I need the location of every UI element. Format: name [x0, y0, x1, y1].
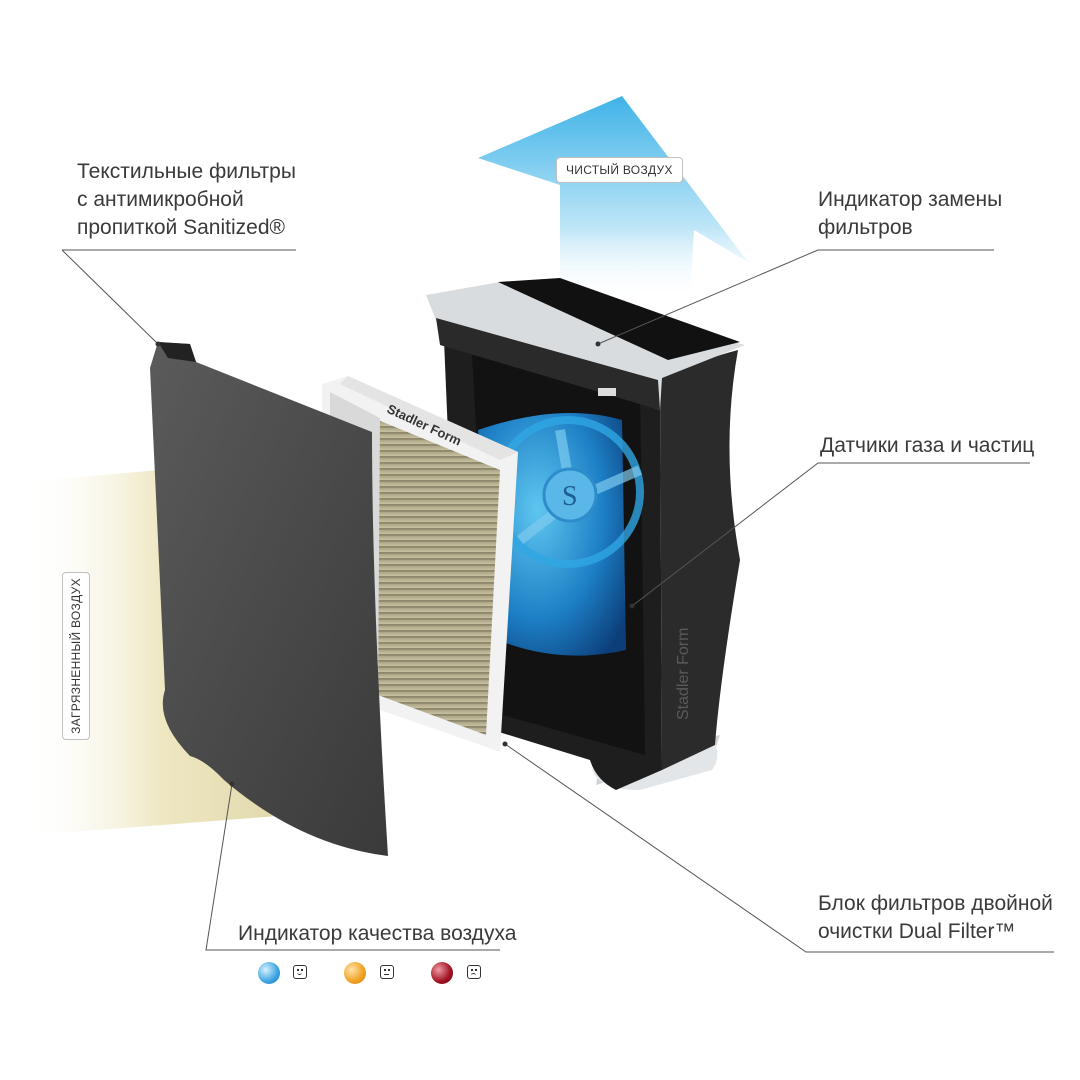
callout-air-quality-text: Индикатор качества воздуха	[238, 922, 517, 945]
air-quality-moderate-dot	[344, 962, 366, 984]
air-quality-poor-dot	[431, 962, 453, 984]
dirty-air-tag: ЗАГРЯЗНЕННЫЙ ВОЗДУХ	[62, 572, 90, 740]
callout-dual-filter-line-1: Блок фильтров двойной	[818, 892, 1053, 915]
callout-air-quality: Индикатор качества воздуха	[238, 920, 516, 948]
fan-logo: S	[562, 481, 578, 512]
clean-air-arrow	[478, 96, 748, 300]
dirty-air-tag-text: ЗАГРЯЗНЕННЫЙ ВОЗДУХ	[69, 578, 83, 734]
callout-textile-filters-line-3: пропиткой Sanitized®	[77, 216, 285, 239]
callout-dual-filter-line-2: очистки Dual Filter™	[818, 920, 1016, 943]
clean-air-tag: ЧИСТЫЙ ВОЗДУХ	[556, 157, 683, 183]
callout-textile-filters-line-2: с антимикробной	[77, 188, 244, 211]
callout-sensors-text: Датчики газа и частиц	[820, 434, 1035, 457]
neutral-face-icon	[380, 965, 394, 979]
textile-filter	[150, 342, 388, 856]
air-quality-good-dot	[258, 962, 280, 984]
callout-textile-filters-line-1: Текстильные фильтры	[77, 160, 296, 183]
sad-face-icon	[467, 965, 481, 979]
brand-side: Stadler Form	[675, 628, 692, 720]
callout-textile-filters: Текстильные фильтры с антимикробной проп…	[77, 158, 296, 242]
callout-filter-replacement-line-2: фильтров	[818, 216, 913, 239]
callout-dual-filter: Блок фильтров двойной очистки Dual Filte…	[818, 890, 1053, 946]
happy-face-icon	[293, 965, 307, 979]
callout-filter-replacement: Индикатор замены фильтров	[818, 186, 1002, 242]
callout-sensors: Датчики газа и частиц	[820, 432, 1034, 460]
callout-filter-replacement-line-1: Индикатор замены	[818, 188, 1003, 211]
leader-lines	[61, 249, 1054, 953]
